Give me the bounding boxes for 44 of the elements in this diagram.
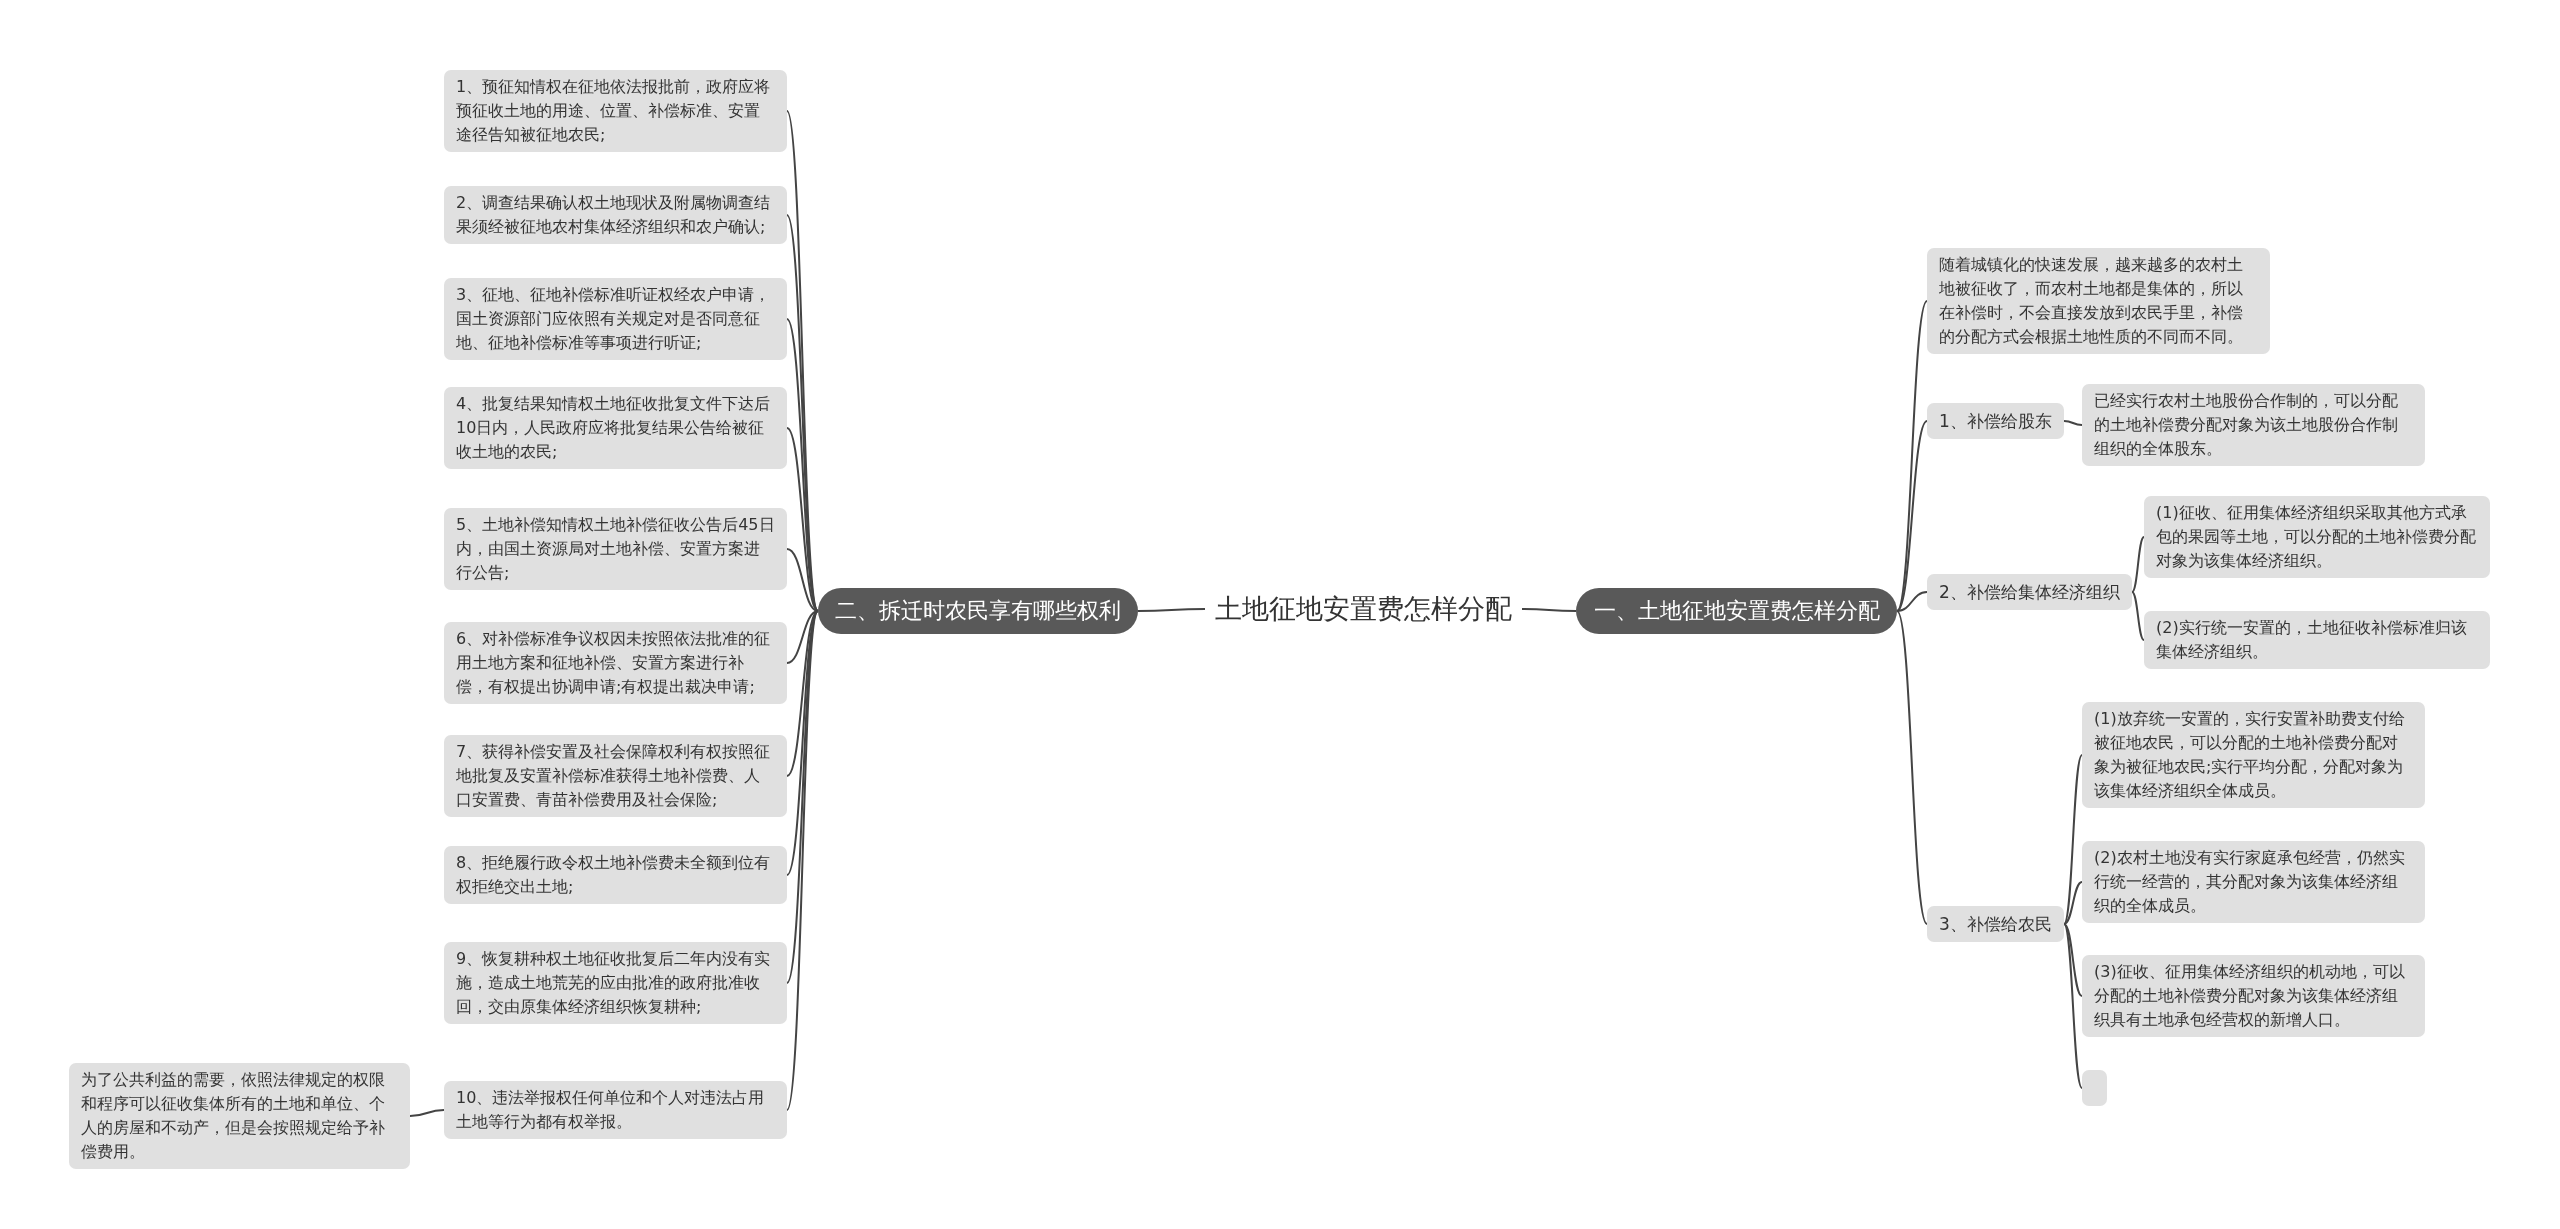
connector-line	[786, 427, 819, 612]
branch-topic: 一、土地征地安置费怎样分配	[1576, 588, 1897, 634]
connector-line	[786, 610, 819, 984]
connector-line	[2063, 754, 2083, 925]
text-card: 8、拒绝履行政令权土地补偿费未全额到位有权拒绝交出土地;	[444, 846, 787, 904]
text-card: 7、获得补偿安置及社会保障权利有权按照征地批复及安置补偿标准获得土地补偿费、人口安置费、青苗补偿费用及社会保险;	[444, 735, 787, 817]
connector-line	[2063, 923, 2083, 1089]
text-card: 2、调查结果确认权土地现状及附属物调查结果须经被征地农村集体经济组织和农户确认;	[444, 186, 787, 244]
text-card: 为了公共利益的需要，依照法律规定的权限和程序可以征收集体所有的土地和单位、个人的房屋和不动产，但是会按照规定给予补偿费用。	[69, 1063, 410, 1169]
text-card: 随着城镇化的快速发展，越来越多的农村土地被征收了，而农村土地都是集体的，所以在补偿时，不会直接发放到农民手里，补偿的分配方式会根据土地性质的不同而不同。	[1927, 248, 2270, 354]
connector-line	[1896, 300, 1928, 612]
connector-line	[786, 610, 819, 664]
connector-line	[1896, 591, 1928, 612]
connector-line	[409, 1109, 445, 1117]
text-card: 6、对补偿标准争议权因未按照依法批准的征用土地方案和征地补偿、安置方案进行补偿，有权提出协调申请;有权提出裁决申请;	[444, 622, 787, 704]
text-card: 4、批复结果知情权土地征收批复文件下达后10日内，人民政府应将批复结果公告给被征收土地的农民;	[444, 387, 787, 469]
connector-line	[1137, 608, 1206, 612]
branch-topic: 二、拆迁时农民享有哪些权利	[818, 588, 1138, 634]
connector-line	[786, 610, 819, 777]
connector-line	[786, 610, 819, 1111]
connector-line	[1521, 608, 1577, 612]
connector-line	[2131, 591, 2145, 641]
connector-line	[2063, 881, 2083, 925]
connector-line	[1896, 420, 1928, 612]
text-card: 10、违法举报权任何单位和个人对违法占用土地等行为都有权举报。	[444, 1081, 787, 1139]
subtopic-box: 1、补偿给股东	[1927, 403, 2064, 439]
text-card: (1)征收、征用集体经济组织采取其他方式承包的果园等土地，可以分配的土地补偿费分配对象为该集体经济组织。	[2144, 496, 2490, 578]
text-card: (2)实行统一安置的，土地征收补偿标准归该集体经济组织。	[2144, 611, 2490, 669]
text-card: 已经实行农村土地股份合作制的，可以分配的土地补偿费分配对象为该土地股份合作制组织的全体股东。	[2082, 384, 2425, 466]
subtopic-box: 3、补偿给农民	[1927, 906, 2064, 942]
connector-line	[2063, 420, 2083, 426]
connector-line	[2063, 923, 2083, 997]
text-card: 9、恢复耕种权土地征收批复后二年内没有实施，造成土地荒芜的应由批准的政府批准收回，交由原集体经济组织恢复耕种;	[444, 942, 787, 1024]
connector-line	[786, 548, 819, 612]
subtopic-box: 2、补偿给集体经济组织	[1927, 574, 2132, 610]
text-card: 1、预征知情权在征地依法报批前，政府应将预征收土地的用途、位置、补偿标准、安置途径告知被征地农民;	[444, 70, 787, 152]
text-card: 5、土地补偿知情权土地补偿征收公告后45日内，由国土资源局对土地补偿、安置方案进行公告;	[444, 508, 787, 590]
connector-line	[1896, 610, 1928, 925]
text-card: (1)放弃统一安置的，实行安置补助费支付给被征地农民，可以分配的土地补偿费分配对象为被征地农民;实行平均分配，分配对象为该集体经济组织全体成员。	[2082, 702, 2425, 808]
text-card: (3)征收、征用集体经济组织的机动地，可以分配的土地补偿费分配对象为该集体经济组织具有土地承包经营权的新增人口。	[2082, 955, 2425, 1037]
empty-box	[2082, 1070, 2107, 1106]
text-card: 3、征地、征地补偿标准听证权经农户申请，国土资源部门应依照有关规定对是否同意征地、征地补偿标准等事项进行听证;	[444, 278, 787, 360]
text-card: (2)农村土地没有实行家庭承包经营，仍然实行统一经营的，其分配对象为该集体经济组织的全体成员。	[2082, 841, 2425, 923]
connector-line	[2131, 536, 2145, 593]
